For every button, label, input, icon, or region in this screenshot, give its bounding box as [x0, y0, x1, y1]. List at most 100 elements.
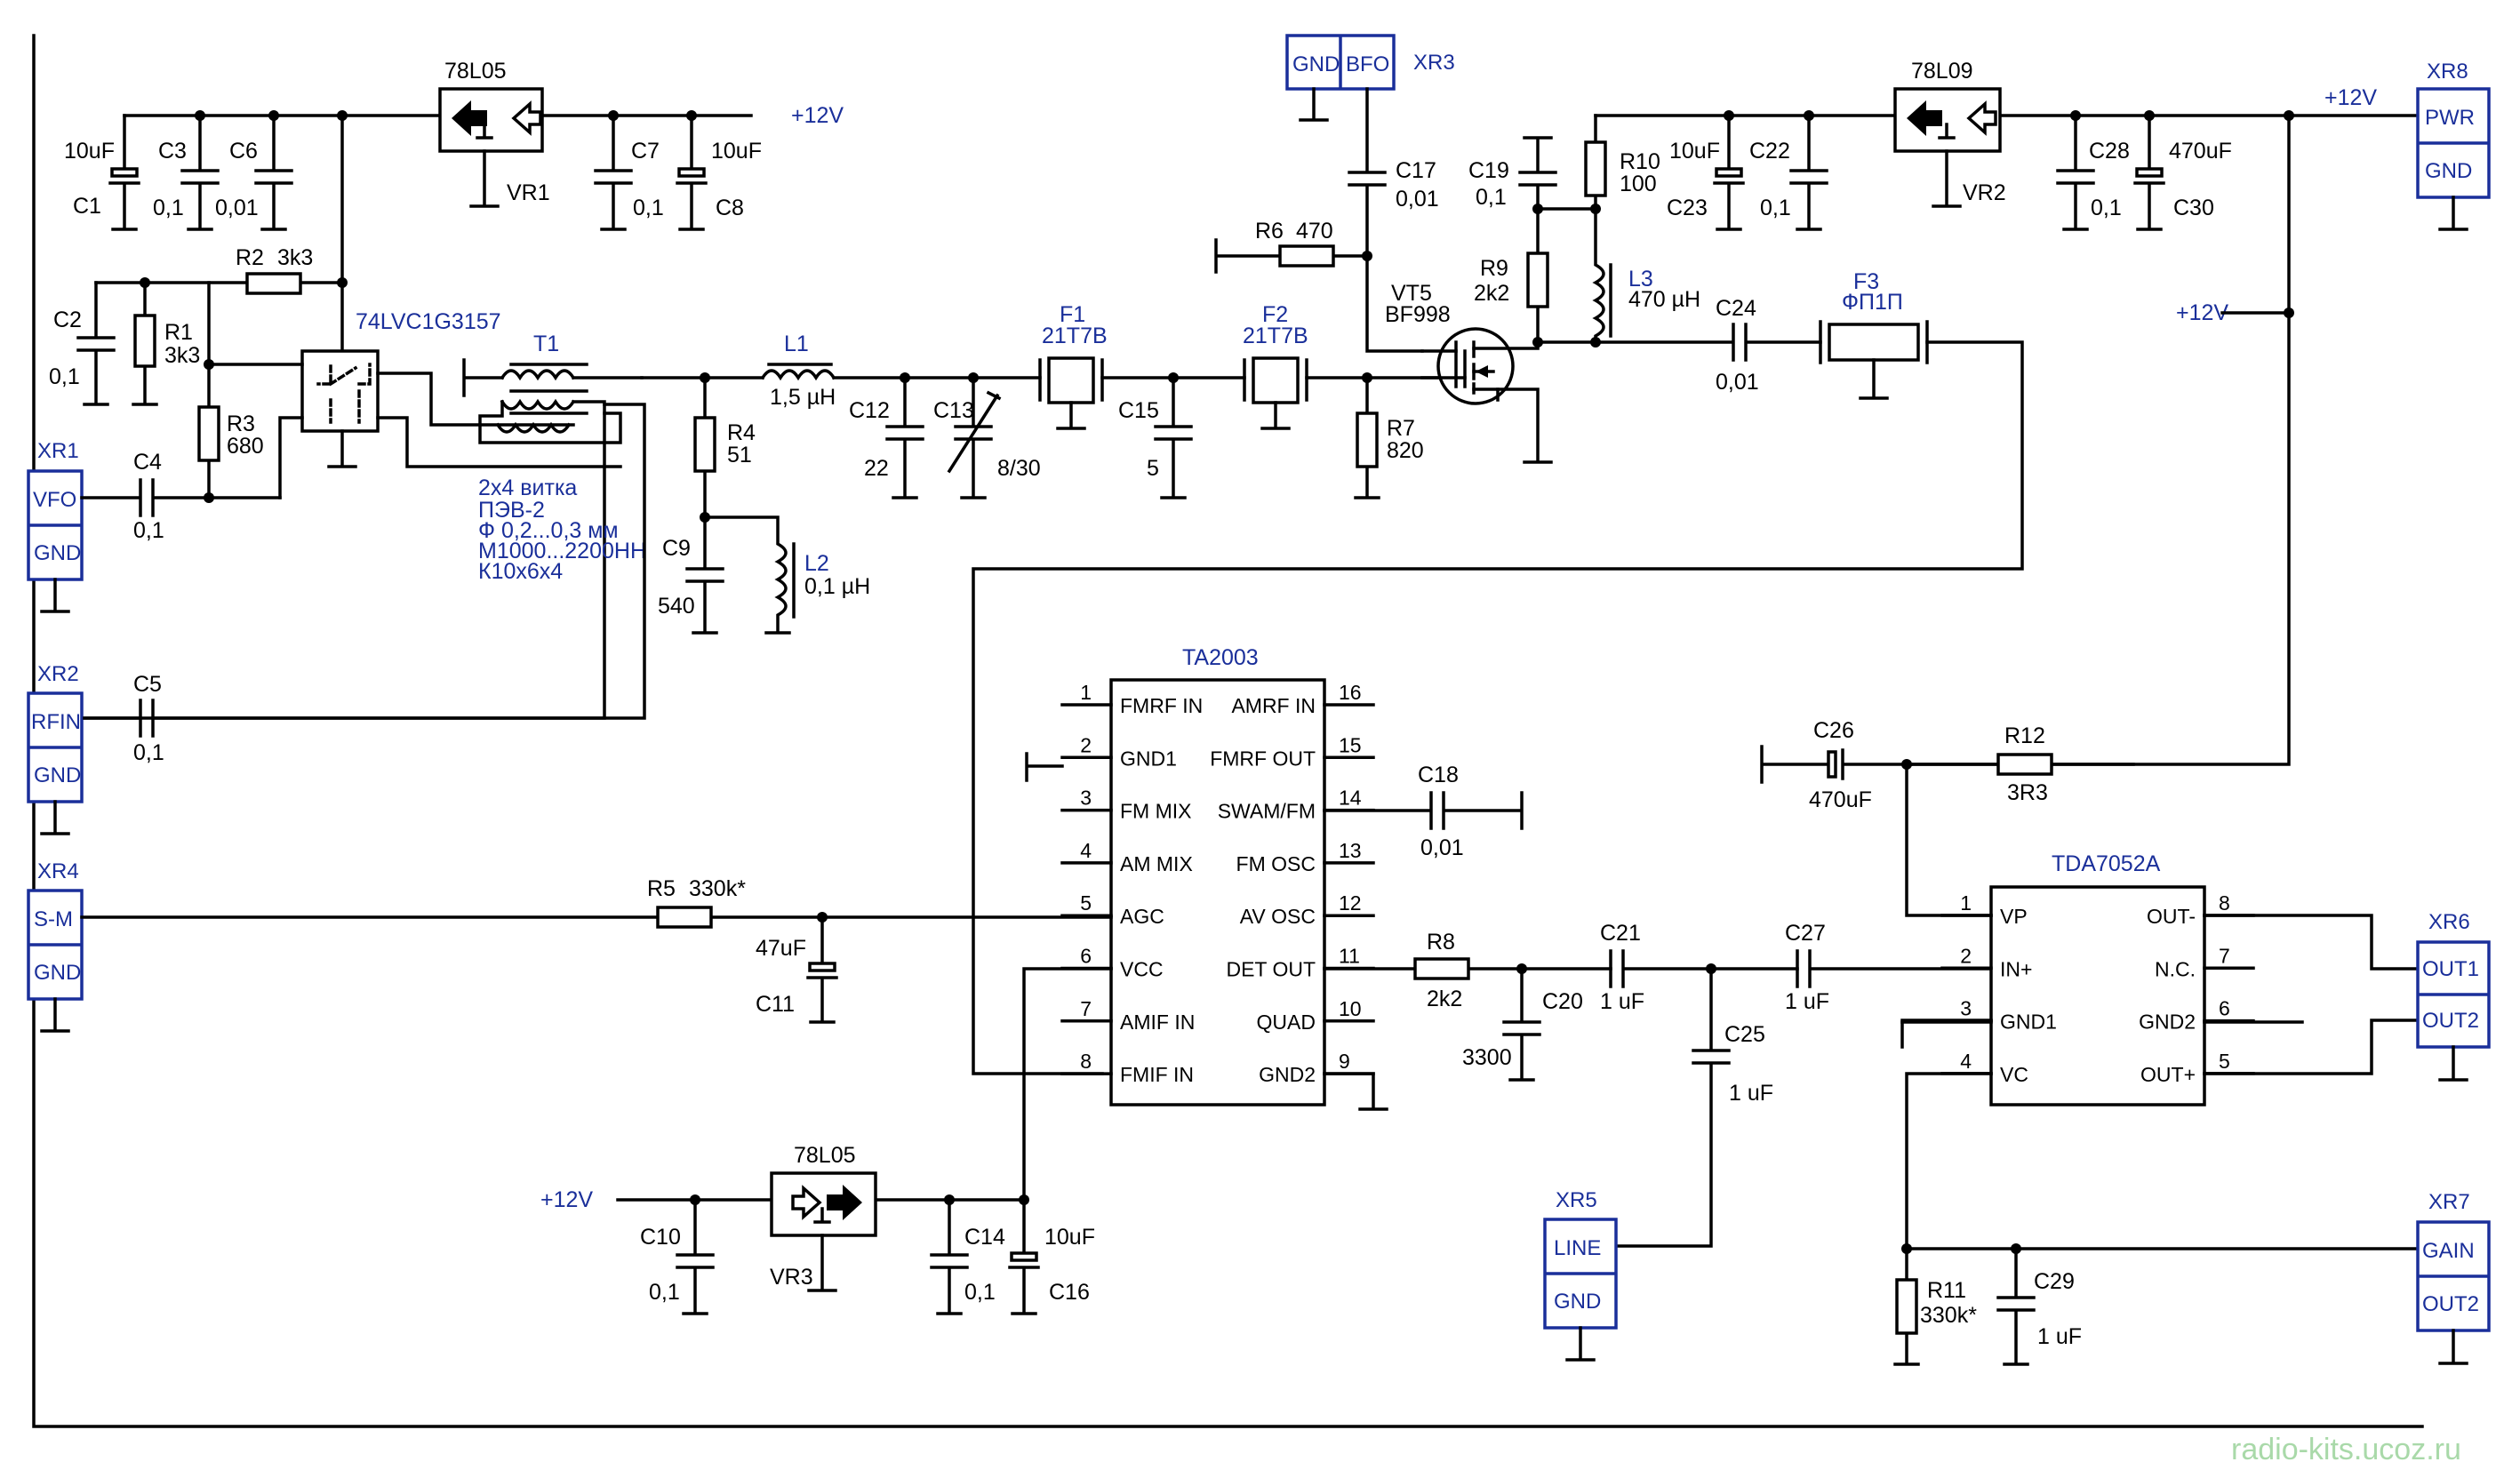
c30-value: 470uF [2169, 139, 2232, 164]
ta2003-pin-5-name: AGC [1120, 905, 1164, 928]
ta2003-pin-1-number: 1 [1080, 681, 1092, 704]
c4-value: 0,1 [133, 518, 164, 543]
t1-ref: T1 [533, 332, 559, 356]
ta2003-pin-4-number: 4 [1080, 839, 1092, 862]
connector-xr3[interactable]: GND BFO XR3 [1285, 34, 1455, 122]
connector-xr7[interactable]: XR7 GAIN OUT2 [2416, 1190, 2491, 1365]
c4-ref: C4 [133, 450, 162, 475]
connector-xr6[interactable]: XR6 OUT1 OUT2 [2416, 910, 2491, 1082]
capacitor-c1: 10uF C1 [64, 114, 140, 231]
c21-ref: C21 [1600, 921, 1641, 946]
l3-value: 470 µH [1628, 287, 1700, 312]
ta2003-pin-6-number: 6 [1080, 945, 1092, 968]
connector-xr1[interactable]: XR1 VFO GND [27, 439, 84, 613]
l3-ref: L3 [1628, 267, 1653, 292]
resistor-r7: R7 820 [1354, 376, 1424, 499]
tda7052a-pin-5-number: 5 [2219, 1050, 2230, 1073]
watermark: radio-kits.ucoz.ru [2231, 1433, 2461, 1466]
xr4-ref: XR4 [37, 859, 79, 883]
capacitor-c21: C21 1 uF [1600, 921, 1799, 1014]
xr4-pin-2: GND [34, 961, 81, 985]
xr5-pin-1: LINE [1554, 1236, 1601, 1260]
capacitor-c4: C4 0,1 [80, 450, 282, 543]
ta2003-pin-12-number: 12 [1339, 891, 1362, 915]
r7-ref: R7 [1387, 416, 1415, 441]
c23-ref: C23 [1667, 196, 1708, 220]
c24-ref: C24 [1716, 296, 1756, 321]
c27-value: 1 uF [1785, 989, 1829, 1014]
resistor-r3: R3 680 [197, 281, 264, 499]
vr3-part-label: 78L05 [794, 1143, 856, 1168]
xr8-pin-1: PWR [2425, 106, 2475, 130]
ta2003-pin-6-name: VCC [1120, 958, 1164, 981]
r3-value: 680 [227, 434, 264, 459]
ic-tda7052a-label: TDA7052A [2052, 851, 2161, 876]
r2-ref: R2 [236, 245, 264, 270]
xr8-pin-2: GND [2425, 159, 2472, 183]
inductor-l1: L1 1,5 µH [640, 332, 1042, 410]
tda7052a-pin-4-number: 4 [1960, 1050, 1972, 1073]
connector-xr8[interactable]: XR8 PWR GND [2416, 60, 2491, 231]
c29-ref: C29 [2034, 1269, 2075, 1294]
c3-value: 0,1 [153, 196, 184, 220]
tda7052a-pin-6-number: 6 [2219, 997, 2230, 1020]
c13-value: 8/30 [997, 456, 1041, 481]
xr6-pin-2: OUT2 [2422, 1009, 2479, 1033]
capacitor-c3: C3 0,1 [153, 114, 220, 231]
capacitor-c25: C25 1 uF [1614, 967, 1773, 1248]
r11-value: 330k* [1920, 1303, 1977, 1328]
c7-value: 0,1 [633, 196, 664, 220]
c5-value: 0,1 [133, 740, 164, 765]
ta2003-pin-1-name: FMRF IN [1120, 694, 1203, 717]
capacitor-c16: 10uF C16 [1008, 1198, 1095, 1315]
ta2003-pin-5-number: 5 [1080, 891, 1092, 915]
f1-value: 21T7B [1042, 324, 1108, 348]
capacitor-c23: 10uF C23 [1667, 114, 1745, 231]
c26-value: 470uF [1809, 787, 1872, 812]
l1-value: 1,5 µH [770, 385, 836, 410]
connector-xr2[interactable]: XR2 RFIN GND [27, 662, 84, 835]
tda7052a-pin-8-name: OUT- [2147, 905, 2196, 928]
ta2003-pin-15-name: FMRF OUT [1210, 747, 1316, 770]
ic-74lvc1g3157-label: 74LVC1G3157 [356, 309, 501, 334]
ta2003-pin-11-number: 11 [1339, 945, 1360, 968]
capacitor-c17: C17 0,01 [1348, 87, 1439, 353]
xr1-ref: XR1 [37, 439, 79, 463]
capacitor-c6: C6 0,01 [215, 114, 293, 231]
capacitor-c10: C10 0,1 [640, 1198, 715, 1315]
capacitor-c29: C29 1 uF [1996, 1247, 2082, 1366]
resistor-r8: R8 2k2 [1323, 930, 1612, 1011]
c22-ref: C22 [1749, 139, 1790, 164]
t1-note-turns: 2x4 витка [478, 475, 577, 500]
r9-value: 2k2 [1474, 281, 1509, 306]
c21-value: 1 uF [1600, 989, 1644, 1014]
c10-ref: C10 [640, 1225, 681, 1250]
r11-ref: R11 [1927, 1278, 1966, 1303]
tda7052a-pin-7-number: 7 [2219, 944, 2230, 967]
r10-ref: R10 [1620, 149, 1660, 174]
c26-ref: C26 [1813, 718, 1854, 743]
connector-xr5[interactable]: XR5 LINE GND [1543, 1188, 1618, 1362]
ta2003-pin-13-number: 13 [1339, 839, 1362, 862]
resistor-r2: R2 3k3 [94, 245, 344, 295]
ta2003-pin-3-number: 3 [1080, 787, 1092, 810]
c1-ref: C1 [73, 194, 101, 219]
xr3-pin-1: GND [1292, 52, 1340, 76]
ta2003-pin-9-number: 9 [1339, 1050, 1350, 1073]
connector-xr4[interactable]: XR4 S-M GND [27, 859, 84, 1033]
t1-note-core: М1000...2200НН [478, 539, 646, 563]
c7-ref: C7 [631, 139, 660, 164]
tda7052a-pin-1-name: VP [2000, 905, 2028, 928]
resistor-r12: R12 3R3 [1909, 723, 2135, 805]
r12-ref: R12 [2004, 723, 2045, 748]
c27-ref: C27 [1785, 921, 1826, 946]
c14-value: 0,1 [964, 1280, 996, 1305]
ta2003-pin-8-name: FMIF IN [1120, 1063, 1194, 1086]
r4-ref: R4 [727, 420, 756, 445]
t1-note-wire: ПЭВ-2 [478, 498, 545, 523]
l1-ref: L1 [784, 332, 809, 356]
c25-ref: C25 [1724, 1022, 1765, 1047]
c15-ref: C15 [1118, 398, 1159, 423]
l2-ref: L2 [804, 551, 829, 576]
c6-value: 0,01 [215, 196, 259, 220]
